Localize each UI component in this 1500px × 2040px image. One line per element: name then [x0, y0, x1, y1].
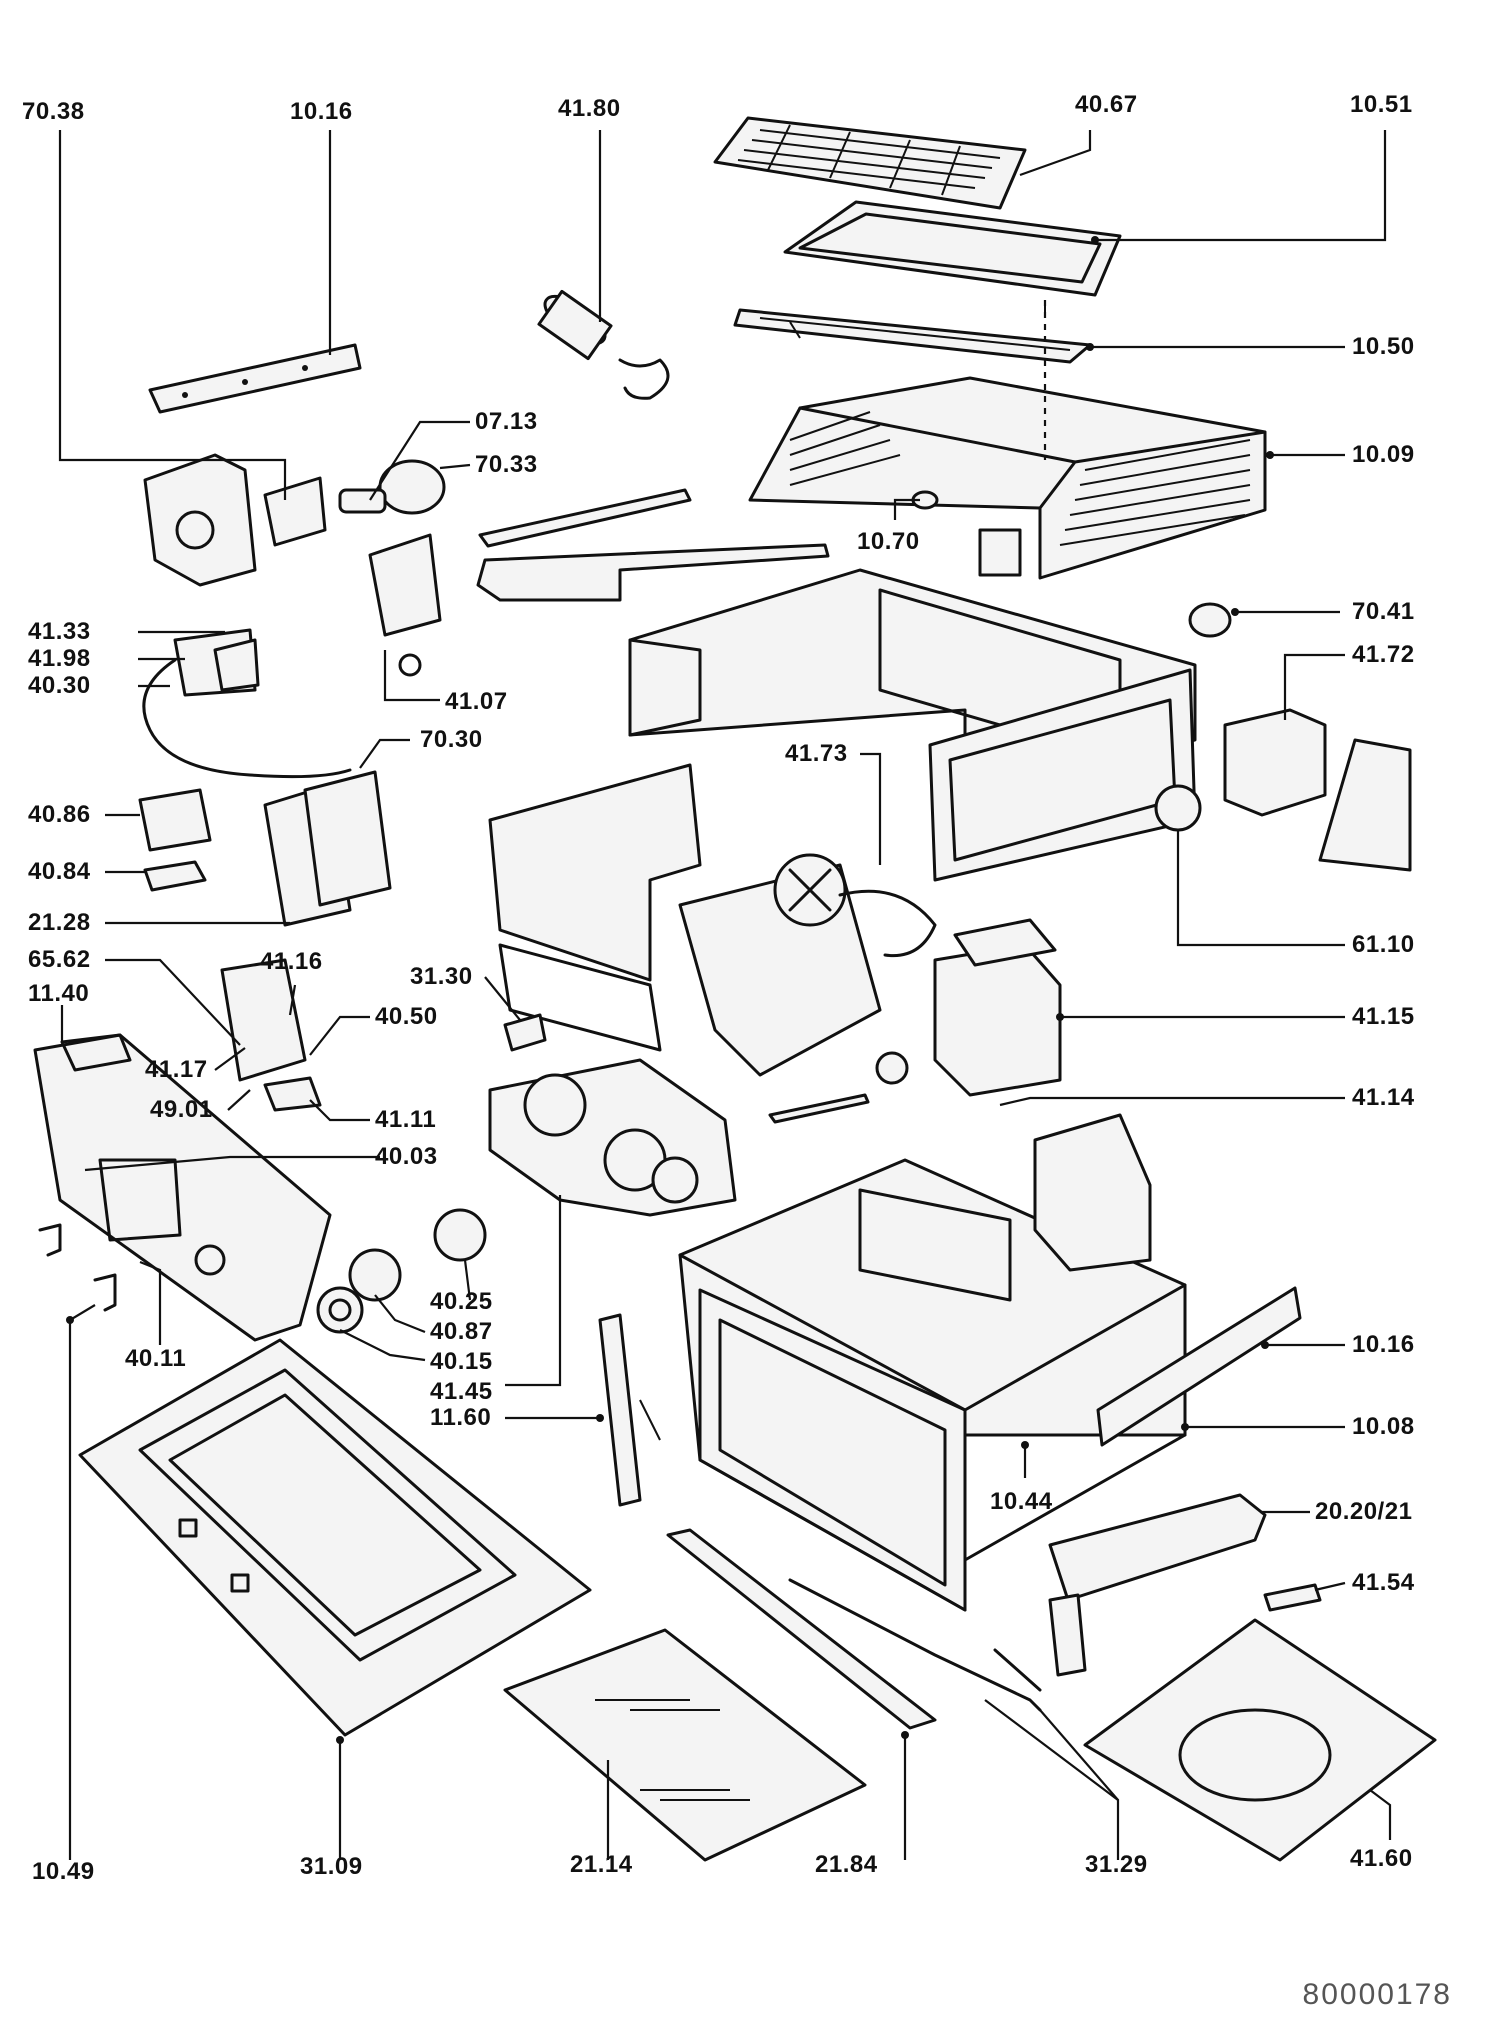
part-label-31-29: 31.29: [1085, 1851, 1148, 1878]
top-tray: [733, 300, 1092, 364]
control-circuit-board: [138, 770, 392, 927]
part-label-65-62: 65.62: [28, 946, 91, 973]
part-label-07-13: 07.13: [475, 408, 538, 435]
door-seal-rod: [476, 488, 830, 602]
part-label-40-25: 40.25: [430, 1288, 493, 1315]
part-label-41-98: 41.98: [28, 645, 91, 672]
part-label-41-73: 41.73: [785, 740, 848, 767]
part-label-31-30: 31.30: [410, 963, 473, 990]
fuse-holder-assembly: [142, 628, 352, 779]
part-label-10-09: 10.09: [1352, 441, 1415, 468]
part-label-41-07: 41.07: [445, 688, 508, 715]
part-label-41-60: 41.60: [1350, 1845, 1413, 1872]
part-label-40-11: 40.11: [125, 1345, 187, 1372]
part-label-31-09: 31.09: [300, 1853, 363, 1880]
part-label-20-20-21: 20.20/21: [1315, 1498, 1413, 1525]
part-label-70-33: 70.33: [475, 451, 538, 478]
part-label-10-16-top: 10.16: [290, 98, 353, 125]
part-label-70-30: 70.30: [420, 726, 483, 753]
part-label-41-14: 41.14: [1352, 1084, 1415, 1111]
cover-label-plate: [713, 116, 1027, 210]
door-latch-bracket: [598, 1313, 661, 1507]
part-label-49-01: 49.01: [150, 1096, 213, 1123]
cooling-fan-assembly: [678, 853, 937, 1077]
part-label-40-87: 40.87: [430, 1318, 493, 1345]
door-hinge-rods: [788, 1578, 1042, 1712]
lamp-holder: [143, 453, 327, 587]
part-label-41-80: 41.80: [558, 95, 621, 122]
part-label-41-33: 41.33: [28, 618, 91, 645]
part-label-61-10: 61.10: [1352, 931, 1415, 958]
leader-dots: [66, 236, 1274, 1744]
bottom-side-bracket: [1048, 1493, 1267, 1677]
part-label-10-44: 10.44: [990, 1488, 1053, 1515]
part-label-21-14: 21.14: [570, 1851, 633, 1878]
oven-cavity-housing: [678, 1158, 1187, 1612]
panel-clips: [38, 1223, 117, 1312]
part-label-41-16: 41.16: [260, 948, 323, 975]
part-label-41-72: 41.72: [1352, 641, 1415, 668]
part-label-41-54: 41.54: [1352, 1569, 1415, 1596]
switch-mounting-base: [488, 1058, 737, 1217]
part-label-11-60: 11.60: [430, 1404, 492, 1431]
document-number: 80000178: [1302, 1978, 1452, 2011]
part-label-40-30: 40.30: [28, 672, 91, 699]
high-voltage-transformer: [1223, 708, 1412, 872]
door-glass-panel: [503, 1628, 867, 1862]
part-label-40-03: 40.03: [375, 1143, 438, 1170]
right-small-lamp: [1188, 602, 1232, 638]
lamp-bulb: [338, 459, 446, 515]
part-label-21-84: 21.84: [815, 1851, 878, 1878]
part-label-70-41: 70.41: [1352, 598, 1415, 625]
base-plate: [1083, 1618, 1437, 1862]
part-label-10-51: 10.51: [1350, 91, 1413, 118]
part-label-40-15: 40.15: [430, 1348, 493, 1375]
capacitor: [537, 289, 670, 400]
top-frame-panel: [783, 200, 1122, 297]
door-hook-switch: [503, 1013, 547, 1052]
side-trim-strip: [1096, 1286, 1302, 1447]
oven-door: [78, 1338, 592, 1737]
part-label-10-49: 10.49: [32, 1858, 95, 1885]
interlock-switch-lower: [1263, 1583, 1322, 1612]
door-switch: [368, 533, 442, 677]
part-label-21-28: 21.28: [28, 909, 91, 936]
part-label-70-38: 70.38: [22, 98, 85, 125]
part-label-11-40: 11.40: [28, 980, 90, 1007]
diode-part: [1154, 784, 1202, 832]
timer-knobs: [316, 1208, 487, 1334]
small-clip: [911, 490, 1022, 577]
top-left-bracket: [148, 343, 362, 414]
part-label-41-45: 41.45: [430, 1378, 493, 1405]
thermal-cutout: [768, 1051, 909, 1124]
part-label-10-70: 10.70: [857, 528, 920, 555]
timer-board: [220, 958, 322, 1112]
part-label-40-84: 40.84: [28, 858, 91, 885]
door-seal-strip: [666, 1528, 937, 1730]
left-chassis-frame: [488, 763, 702, 1052]
part-label-10-08: 10.08: [1352, 1413, 1415, 1440]
part-label-10-50: 10.50: [1352, 333, 1415, 360]
part-label-40-86: 40.86: [28, 801, 91, 828]
outer-cabinet-cover: [748, 376, 1267, 580]
leader-lines: [58, 130, 1392, 1860]
part-label-40-67: 40.67: [1075, 91, 1138, 118]
waveguide-bracket: [1033, 1113, 1152, 1272]
part-label-40-50: 40.50: [375, 1003, 438, 1030]
part-label-41-15: 41.15: [1352, 1003, 1415, 1030]
control-front-panel: [33, 1033, 332, 1342]
magnetron: [933, 918, 1062, 1097]
part-label-10-16-right: 10.16: [1352, 1331, 1415, 1358]
part-label-41-17: 41.17: [145, 1056, 208, 1083]
part-label-41-11: 41.11: [375, 1106, 437, 1133]
